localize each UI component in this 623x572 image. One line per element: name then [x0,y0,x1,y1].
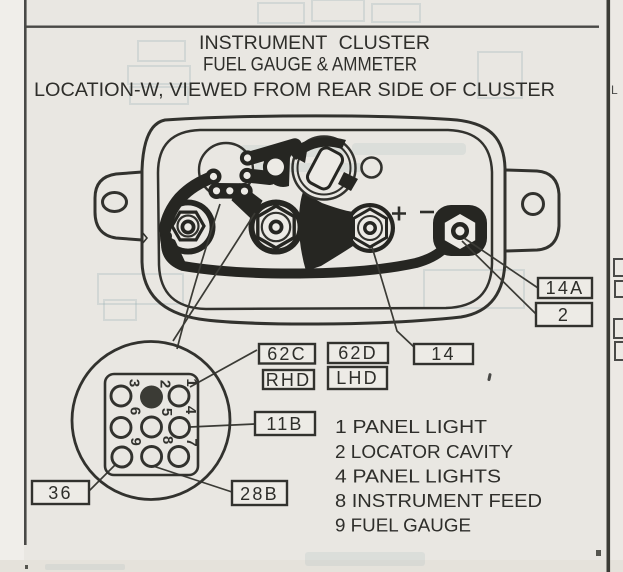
svg-text:4 PANEL LIGHTS: 4 PANEL LIGHTS [335,467,501,487]
svg-text:2 LOCATOR CAVITY: 2 LOCATOR CAVITY [335,442,513,462]
svg-text:LHD: LHD [336,368,379,388]
svg-text:LOCATION-W, VIEWED FROM REAR S: LOCATION-W, VIEWED FROM REAR SIDE OF CLU… [34,80,555,101]
svg-text:14: 14 [431,344,455,364]
svg-text:11B: 11B [266,414,303,434]
svg-text:INSTRUMENT CLUSTER: INSTRUMENT CLUSTER [199,33,430,54]
svg-text:9: 9 [127,438,144,446]
svg-text:62C: 62C [267,344,307,364]
svg-text:1 PANEL LIGHT: 1 PANEL LIGHT [335,417,487,437]
svg-text:8 INSTRUMENT FEED: 8 INSTRUMENT FEED [335,491,542,511]
svg-text:36: 36 [48,483,72,503]
svg-text:6: 6 [127,407,144,415]
svg-text:5: 5 [158,408,175,416]
svg-text:4: 4 [182,406,199,415]
svg-text:9 FUEL GAUGE: 9 FUEL GAUGE [335,516,471,536]
svg-text:62D: 62D [338,343,378,363]
svg-text:28B: 28B [240,484,279,504]
svg-text:14A: 14A [546,278,585,298]
svg-text:RHD: RHD [266,370,312,390]
svg-text:2: 2 [558,305,570,325]
svg-text:7: 7 [183,438,200,446]
svg-text:1: 1 [183,378,200,386]
svg-text:3: 3 [126,379,143,387]
svg-text:L: L [611,83,618,97]
svg-text:FUEL GAUGE & AMMETER: FUEL GAUGE & AMMETER [203,55,417,76]
svg-text:2: 2 [157,380,174,388]
svg-text:8: 8 [159,436,176,444]
